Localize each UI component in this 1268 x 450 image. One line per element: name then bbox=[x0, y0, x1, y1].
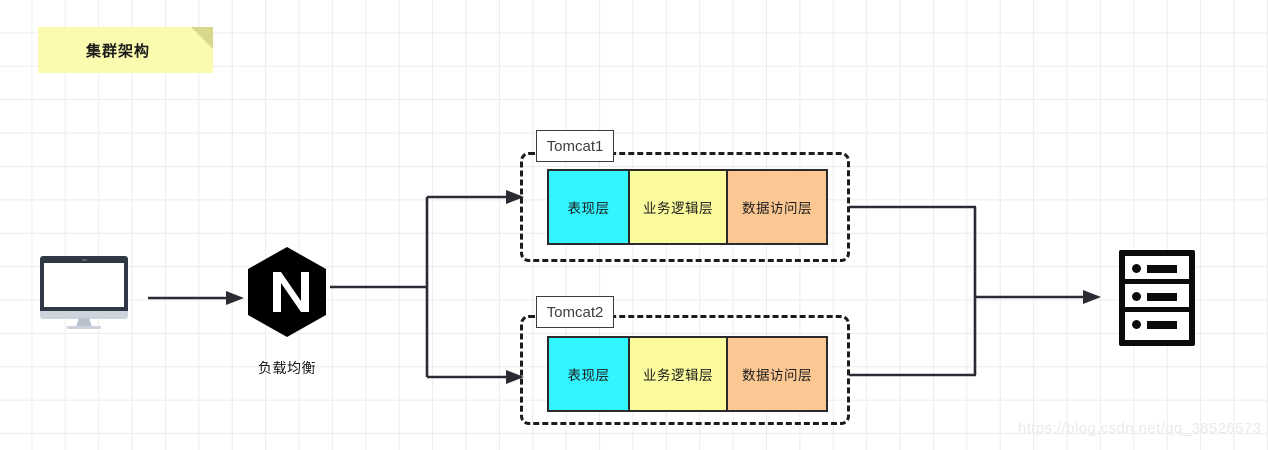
server-bay-3-bar bbox=[1147, 321, 1177, 329]
nginx-logo-icon bbox=[246, 246, 328, 338]
server-bay-1-led bbox=[1132, 264, 1141, 273]
note-fold-corner bbox=[191, 27, 213, 49]
server-bay-1-bar bbox=[1147, 265, 1177, 273]
tomcat-1-layer-stack: 表现层 业务逻辑层 数据访问层 bbox=[547, 169, 828, 245]
monitor-neck bbox=[76, 318, 92, 327]
monitor-screen bbox=[44, 263, 124, 307]
connector-tomcats-to-database bbox=[849, 190, 1109, 390]
connector-client-to-nginx bbox=[148, 285, 248, 311]
connector-nginx-branch bbox=[330, 190, 530, 390]
tomcat-group-1 bbox=[520, 152, 850, 262]
tomcat-2-presentation-layer: 表现层 bbox=[549, 338, 630, 410]
tomcat-1-business-layer: 业务逻辑层 bbox=[630, 171, 728, 243]
monitor-base bbox=[40, 311, 128, 319]
server-bay-3 bbox=[1125, 312, 1189, 338]
tomcat-group-2-label: Tomcat2 bbox=[536, 296, 614, 328]
server-bay-3-led bbox=[1132, 320, 1141, 329]
server-bay-2-led bbox=[1132, 292, 1141, 301]
tomcat-2-dataaccess-layer: 数据访问层 bbox=[728, 338, 826, 410]
tomcat-1-presentation-layer: 表现层 bbox=[549, 171, 630, 243]
server-bay-2-bar bbox=[1147, 293, 1177, 301]
monitor-camera bbox=[82, 259, 87, 261]
monitor-bezel bbox=[40, 256, 128, 314]
server-rack-icon bbox=[1119, 250, 1195, 346]
tomcat-1-dataaccess-layer: 数据访问层 bbox=[728, 171, 826, 243]
tomcat-2-layer-stack: 表现层 业务逻辑层 数据访问层 bbox=[547, 336, 828, 412]
load-balancer-caption: 负载均衡 bbox=[258, 360, 316, 376]
monitor-foot bbox=[67, 326, 101, 329]
server-bay-2 bbox=[1125, 284, 1189, 312]
client-monitor-icon bbox=[40, 256, 128, 329]
title-note-label: 集群架构 bbox=[85, 42, 150, 60]
watermark: https://blog.csdn.net/qq_38526573 bbox=[1018, 420, 1262, 437]
tomcat-2-business-layer: 业务逻辑层 bbox=[630, 338, 728, 410]
tomcat-group-2 bbox=[520, 315, 850, 425]
tomcat-group-1-label: Tomcat1 bbox=[536, 130, 614, 162]
server-bay-1 bbox=[1125, 256, 1189, 284]
title-note: 集群架构 bbox=[38, 27, 213, 73]
